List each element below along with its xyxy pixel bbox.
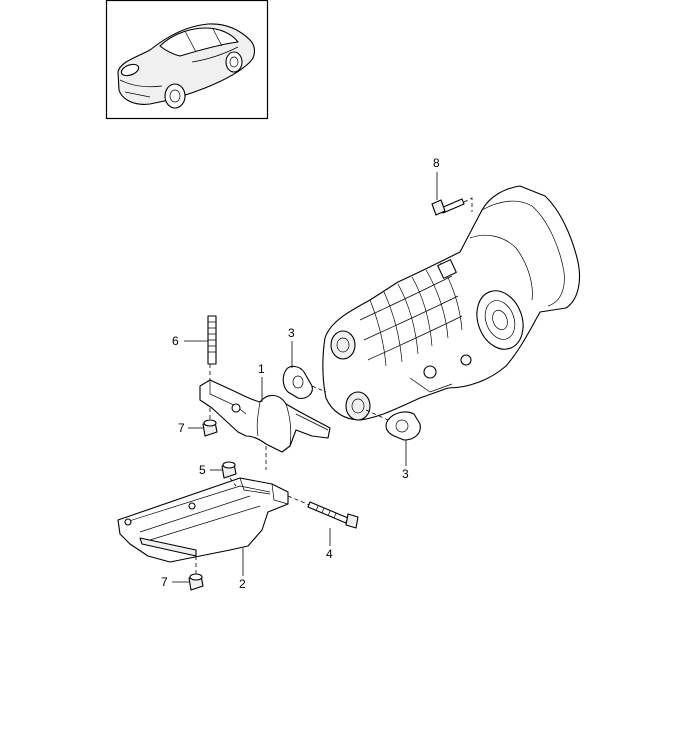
leader-lines (172, 172, 438, 583)
sports-coupe-thumbnail-icon (117, 23, 256, 109)
callout-8: 8 (433, 156, 440, 170)
carrier-plate-part-2 (117, 477, 313, 576)
stud-part-6 (207, 315, 217, 365)
cap-part-3-lower (365, 409, 421, 441)
vehicle-thumbnail (105, 0, 269, 120)
callout-3b: 3 (402, 467, 409, 481)
callout-6: 6 (172, 334, 179, 348)
cap-part-3-upper (282, 365, 327, 399)
callout-1: 1 (258, 362, 265, 376)
callout-5: 5 (199, 463, 206, 477)
callout-7b: 7 (161, 575, 168, 589)
callout-3a: 3 (288, 326, 295, 340)
nut-part-7-lower (188, 573, 204, 591)
bolt-part-4 (307, 501, 359, 529)
callout-2: 2 (239, 577, 246, 591)
callout-4: 4 (326, 547, 333, 561)
transmission-assembly (322, 185, 581, 421)
bolt-part-8 (431, 197, 473, 216)
callout-7a: 7 (178, 421, 185, 435)
nut-part-5 (221, 461, 237, 479)
nut-part-7-upper (202, 419, 218, 437)
mount-bracket-part-1 (199, 379, 331, 470)
